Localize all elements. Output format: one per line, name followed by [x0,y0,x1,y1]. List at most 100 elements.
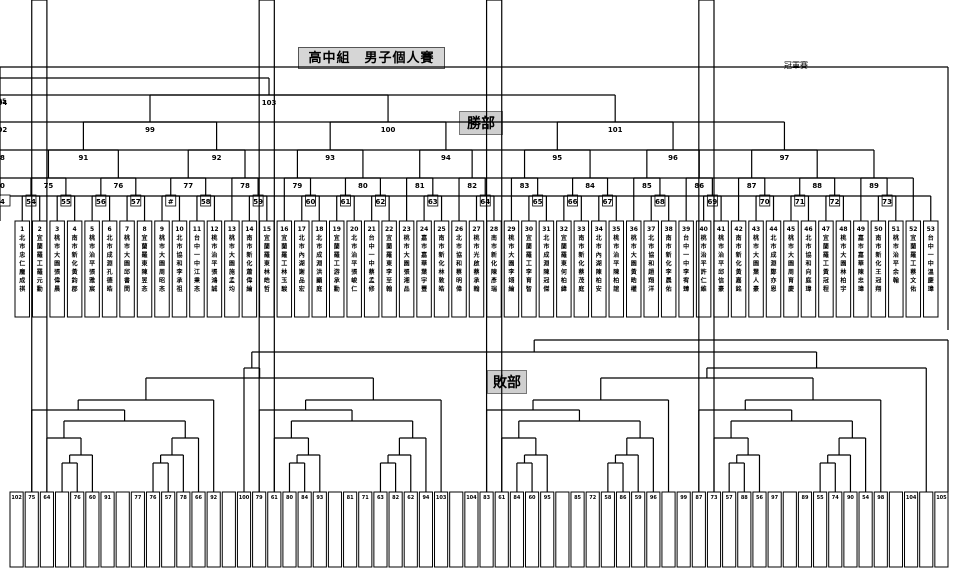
match-number: 101 [608,126,623,134]
player-name-char: 郡 [71,285,78,293]
player-name-char: 市 [701,243,707,251]
player-name-char: 蘭 [334,243,340,251]
player-name-char: 品 [404,285,410,293]
loser-box [449,491,464,568]
loser-box [145,491,161,568]
loser-box [752,491,767,568]
loser-label: 60 [529,495,536,501]
player-name-char: 宜 [526,234,532,242]
match-number: 73 [882,198,892,206]
loser-label: 64 [43,495,50,501]
player-name-char: 東 [264,260,270,268]
player-name-char: 淵 [543,260,549,268]
player-name-char: 中 [194,260,200,268]
loser-box [615,491,631,568]
loser-box [221,491,236,568]
player-name-char: 桃 [54,234,60,242]
player-name-char: 羅 [910,251,916,259]
player-name-char: 新 [578,251,584,259]
player-name-char: 書 [124,277,130,285]
player-name-char: 市 [613,243,619,251]
player-name-char: 慶 [788,285,795,293]
loser-label: 59 [635,495,642,501]
player-name-char: 忞 [142,285,148,293]
player-name-char: 駿 [281,285,288,293]
player-name-char: 晨 [54,285,61,293]
player-name-char: 勳 [334,285,340,293]
player-name-char: 柏 [840,277,846,285]
player-name-char: 蔡 [472,268,479,276]
player-name-char: 偉 [456,285,462,293]
player-name-char: 光 [472,251,479,259]
player-name-char: 華 [421,260,427,268]
player-name-char: 工 [823,261,829,268]
player-seed: 39 [682,226,690,233]
player-name-char: 市 [805,243,811,251]
player-name-char: 豪 [718,285,724,293]
player-name-char: 宇 [840,285,846,293]
player-name-char: 南 [246,234,252,242]
player-name-char: 園 [753,260,759,268]
winners-label: 勝部 [459,111,503,135]
player-name-char: 市 [72,243,78,251]
player-name-char: 陳 [613,268,620,276]
player-name-char: 祖 [175,285,182,293]
player-name-char: 溫 [928,268,934,276]
player-name-char: 閔 [124,285,130,293]
player-name-char: 宏 [299,285,305,293]
player-seed: 53 [927,226,935,233]
player-name-char: 冠 [875,277,881,285]
player-name-char: 市 [19,243,25,251]
player-name-char: 園 [124,260,130,268]
loser-label: 55 [817,495,824,501]
player-seed: 32 [560,226,568,233]
player-name-char: 秉 [193,277,200,285]
player-name-char: 北 [543,234,549,242]
player-seed: 34 [595,226,603,233]
player-name-char: 羅 [37,268,43,276]
player-name-char: 北 [648,234,654,242]
player-seed: 15 [263,226,271,233]
player-name-char: 羅 [334,251,340,259]
loser-box [797,491,813,568]
loser-box [888,491,904,568]
loser-label: 93 [316,495,323,501]
player-name-char: 桃 [701,234,707,242]
player-name-char: 南 [578,234,584,242]
player-name-char: 大 [229,251,235,259]
loser-label: 103 [436,495,447,501]
match-number: 84 [585,182,595,190]
player-name-char: 協 [805,251,811,259]
player-name-char: 南 [439,234,445,242]
player-name-char: 蘭 [823,243,829,251]
loser-label: 84 [513,495,520,501]
loser-box [434,491,449,568]
match-number: 102 [0,126,7,134]
player-name-char: 化 [246,260,252,268]
loser-label: 86 [620,495,627,501]
player-seed: 4 [73,226,77,233]
player-seed: 17 [298,226,306,233]
player-name-char: 市 [404,243,410,251]
loser-box [555,491,570,568]
loser-label: 60 [89,495,96,501]
match-number: 70 [760,198,770,206]
player-name-char: 江 [194,268,200,276]
player-name-char: 蘭 [386,243,392,251]
loser-box [206,491,221,568]
player-name-char: 柏 [561,277,567,285]
loser-box [161,491,176,568]
loser-label: 105 [936,495,947,501]
player-name-char: 桃 [753,234,759,242]
player-name-char: 宜 [281,234,287,242]
player-seed: 22 [385,226,393,233]
loser-label: 66 [195,495,202,501]
loser-label: 76 [150,495,157,501]
player-name-char: 市 [421,243,427,251]
player-name-char: 黃 [823,268,829,276]
player-name-char: 張 [404,268,411,276]
player-name-char: 宜 [334,234,340,242]
loser-label: 63 [377,495,384,501]
player-name-char: 余 [892,268,900,276]
